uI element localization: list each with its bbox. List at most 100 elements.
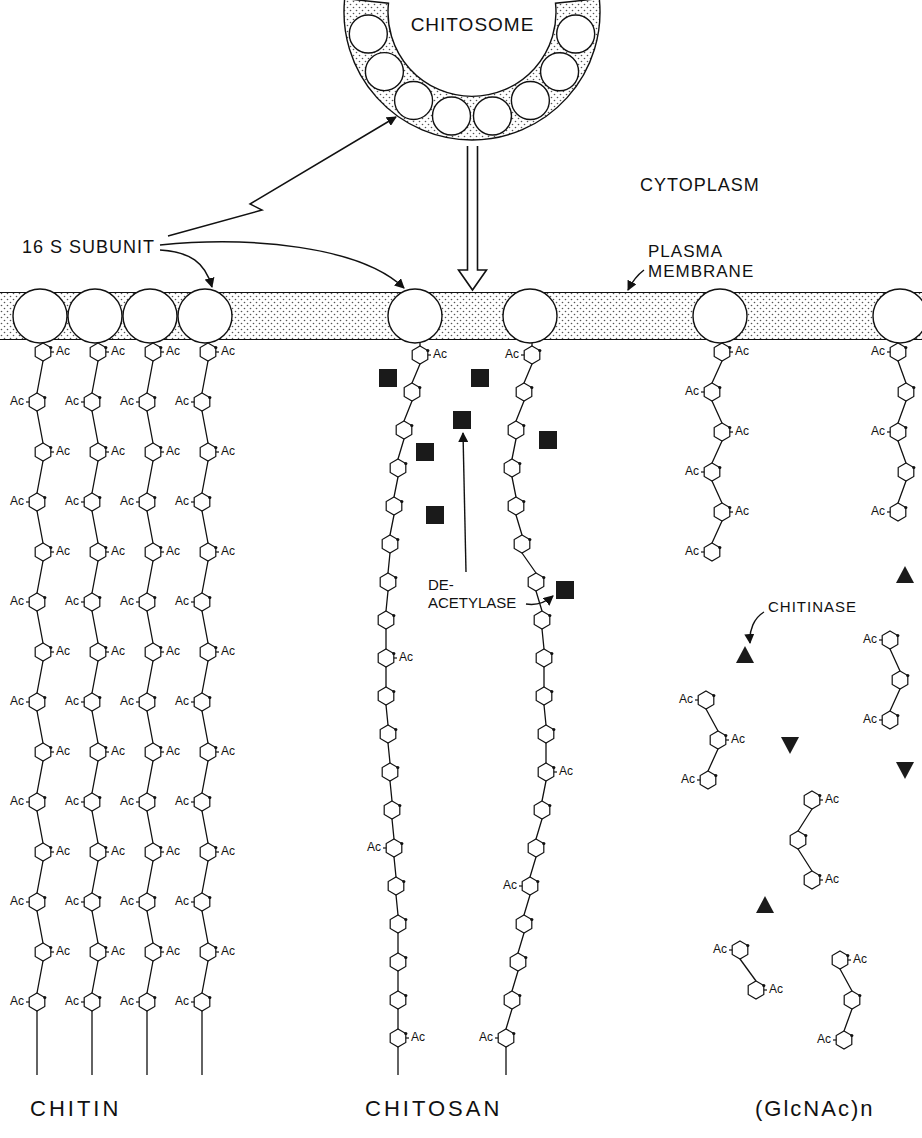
ring-dot — [104, 946, 107, 949]
sugar-ring — [200, 443, 216, 461]
sugar-ring — [139, 793, 155, 811]
acetyl-bond — [81, 401, 84, 402]
ring-dot — [398, 804, 401, 807]
acetyl-label: Ac — [10, 895, 24, 909]
acetyl-bond — [51, 451, 54, 452]
ring-dot — [392, 690, 395, 693]
acetyl-label: Ac — [120, 395, 134, 409]
acetyl-label: Ac — [681, 773, 695, 787]
ring-dot — [896, 714, 899, 717]
sugar-chain — [729, 941, 767, 999]
acetyl-bond — [820, 879, 823, 880]
sugar-ring — [528, 839, 544, 857]
sugar-ring — [732, 941, 748, 959]
acetyl-label: Ac — [65, 695, 79, 709]
chitinase-triangles — [736, 566, 914, 913]
chitinase-triangle — [896, 762, 914, 779]
ring-dot — [214, 646, 217, 649]
acetyl-bond — [191, 401, 194, 402]
ring-dot — [159, 546, 162, 549]
sugar-ring — [704, 463, 720, 481]
acetyl-bond — [879, 719, 882, 720]
ring-dot — [43, 696, 46, 699]
ring-dot — [548, 804, 551, 807]
sugar-ring — [145, 843, 161, 861]
sugar-ring — [90, 543, 106, 561]
ring-dot — [530, 918, 533, 921]
ring-dot — [392, 614, 395, 617]
acetyl-bond — [51, 951, 54, 952]
acetyl-label: Ac — [411, 1031, 425, 1045]
ring-dot — [98, 796, 101, 799]
sugar-ring — [84, 593, 100, 611]
acetyl-label: Ac — [10, 695, 24, 709]
sugar-ring — [404, 383, 420, 401]
ring-dot — [153, 496, 156, 499]
sugar-ring — [836, 1031, 852, 1049]
ring-dot — [548, 614, 551, 617]
sugar-ring — [29, 493, 45, 511]
sugar-ring — [396, 421, 412, 439]
ring-dot — [528, 538, 531, 541]
acetyl-label: Ac — [175, 995, 189, 1009]
sugar-ring — [35, 343, 51, 361]
ring-dot — [104, 746, 107, 749]
ring-dot — [208, 796, 211, 799]
acetyl-bond — [136, 801, 139, 802]
sugar-ring — [498, 1029, 514, 1047]
ring-dot — [153, 996, 156, 999]
ring-dot — [396, 766, 399, 769]
chitinase-triangle — [781, 737, 799, 754]
sugar-ring — [139, 893, 155, 911]
ring-dot — [542, 576, 545, 579]
ring-dot — [208, 696, 211, 699]
band-shape — [0, 292, 922, 340]
acetyl-label: Ac — [166, 545, 180, 559]
ring-dot — [712, 694, 715, 697]
ring-dot — [104, 446, 107, 449]
ring-dot — [49, 346, 52, 349]
acetyl-bond — [26, 601, 29, 602]
ring-dot — [818, 874, 821, 877]
sugar-ring — [194, 793, 210, 811]
acetyl-bond — [879, 639, 882, 640]
ring-dot — [418, 386, 421, 389]
sugar-ring — [84, 893, 100, 911]
ring-dot — [522, 424, 525, 427]
ring-dot — [153, 596, 156, 599]
acetyl-bond — [161, 451, 164, 452]
ring-dot — [49, 746, 52, 749]
acetyl-label: Ac — [166, 445, 180, 459]
product-label: (GlcNAc)n — [755, 1096, 874, 1121]
sugar-ring — [534, 801, 550, 819]
ring-dot — [896, 634, 899, 637]
acetyl-label: Ac — [433, 348, 447, 362]
acetyl-label: Ac — [56, 545, 70, 559]
acetyl-label: Ac — [56, 445, 70, 459]
ring-dot — [214, 546, 217, 549]
synthase-subunit — [511, 81, 549, 119]
acetyl-bond — [216, 951, 219, 952]
synthase-subunit — [388, 289, 442, 343]
acetyl-bond — [136, 1001, 139, 1002]
acetyl-label: Ac — [166, 745, 180, 759]
sugar-ring — [200, 943, 216, 961]
zigzag-leader — [168, 117, 396, 236]
acetyl-label: Ac — [559, 765, 573, 779]
acetyl-label: Ac — [56, 345, 70, 359]
acetyl-label: Ac — [65, 995, 79, 1009]
acetyl-label: Ac — [111, 945, 125, 959]
sugar-ring — [524, 346, 540, 364]
deacetylase-square — [379, 369, 397, 387]
acetyl-bond — [81, 1001, 84, 1002]
ring-dot — [858, 994, 861, 997]
acetyl-label: Ac — [120, 595, 134, 609]
sugar-ring — [29, 893, 45, 911]
acetyl-label: Ac — [685, 465, 699, 479]
ring-dot — [818, 794, 821, 797]
chitinase-triangle — [756, 896, 774, 913]
acetyl-label: Ac — [166, 645, 180, 659]
acetyl-bond — [161, 351, 164, 352]
sugar-ring — [508, 497, 524, 515]
